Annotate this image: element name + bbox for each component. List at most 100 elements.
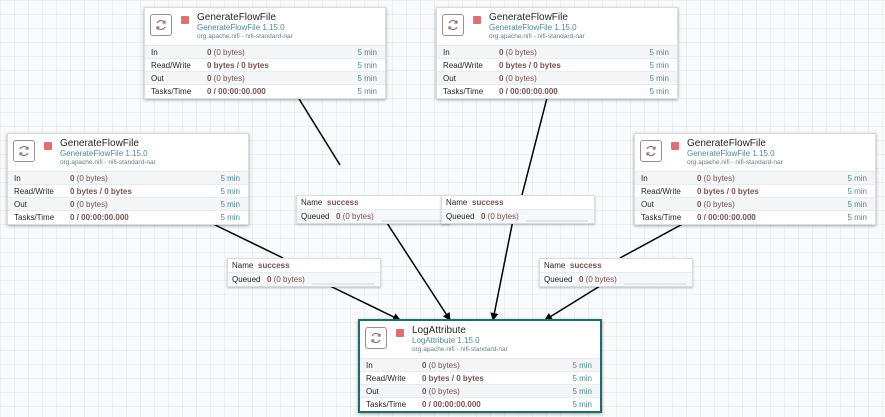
stat-label: Tasks/Time: [443, 87, 484, 96]
processor-name: GenerateFlowFile: [687, 138, 766, 149]
stat-value-extra: (0 bytes): [426, 361, 460, 370]
stat-value: 0 (0 bytes): [697, 198, 735, 211]
processor-name: GenerateFlowFile: [489, 12, 568, 23]
connection-queued-count: 0: [579, 275, 584, 284]
connection-queued-size: (0 bytes): [271, 275, 305, 284]
stat-value-main: 0 bytes / 0 bytes: [70, 187, 132, 196]
stat-time: 5 min: [357, 87, 377, 96]
stat-value-main: 0: [422, 387, 427, 396]
connection-name: success: [472, 198, 504, 207]
processor-header: GenerateFlowFile GenerateFlowFile 1.15.0…: [437, 8, 677, 46]
stat-label: Tasks/Time: [366, 400, 407, 409]
stat-value-extra: (0 bytes): [211, 74, 245, 83]
stat-label: Read/Write: [151, 61, 191, 70]
edge-2a[interactable]: [521, 93, 549, 196]
stat-value: 0 / 00:00:00.000: [70, 211, 129, 224]
stat-value-main: 0 bytes / 0 bytes: [207, 61, 269, 70]
processor-bundle: org.apache.nifi - nifi-standard-nar: [489, 33, 585, 40]
processor-generateflowfile-4[interactable]: GenerateFlowFile GenerateFlowFile 1.15.0…: [634, 133, 876, 225]
stat-value-main: 0: [499, 74, 504, 83]
connection-queued-count: 0: [336, 212, 341, 221]
stat-value-main: 0: [422, 361, 427, 370]
edge-3b[interactable]: [329, 285, 401, 321]
stat-value: 0 (0 bytes): [70, 198, 108, 211]
edge-1b[interactable]: [384, 219, 451, 321]
stat-label: Out: [366, 387, 379, 396]
processor-header: LogAttribute LogAttribute 1.15.0 org.apa…: [360, 321, 600, 359]
processor-generateflowfile-3[interactable]: GenerateFlowFile GenerateFlowFile 1.15.0…: [7, 133, 249, 225]
edge-2b[interactable]: [490, 219, 514, 321]
stat-time: 5 min: [847, 187, 867, 196]
stat-time: 5 min: [220, 200, 240, 209]
processor-icon: [150, 14, 172, 36]
stat-label: Out: [641, 200, 654, 209]
queue-progress-bar: [381, 220, 443, 222]
processor-generateflowfile-2[interactable]: GenerateFlowFile GenerateFlowFile 1.15.0…: [436, 7, 678, 99]
stat-value-main: 0: [207, 74, 212, 83]
processor-header: GenerateFlowFile GenerateFlowFile 1.15.0…: [8, 134, 248, 172]
stat-time: 5 min: [357, 61, 377, 70]
processor-header: GenerateFlowFile GenerateFlowFile 1.15.0…: [635, 134, 875, 172]
stat-time: 5 min: [572, 400, 592, 409]
processor-bundle: org.apache.nifi - nifi-standard-nar: [412, 346, 508, 353]
stat-value: 0 (0 bytes): [422, 359, 460, 372]
stat-row-out: Out 0 (0 bytes) 5 min: [8, 198, 248, 211]
edge-4a[interactable]: [619, 219, 691, 259]
stat-value-extra: (0 bytes): [503, 48, 537, 57]
stat-row-tasks: Tasks/Time 0 / 00:00:00.000 5 min: [8, 211, 248, 224]
stat-value-main: 0 / 00:00:00.000: [70, 213, 129, 222]
stat-value-main: 0 bytes / 0 bytes: [499, 61, 561, 70]
processor-type: GenerateFlowFile 1.15.0: [489, 23, 577, 32]
stat-time: 5 min: [847, 213, 867, 222]
processor-type: GenerateFlowFile 1.15.0: [197, 23, 285, 32]
stat-label: Read/Write: [14, 187, 54, 196]
edge-1a[interactable]: [295, 93, 341, 166]
stat-value: 0 / 00:00:00.000: [499, 85, 558, 98]
processor-icon: [365, 327, 387, 349]
stat-time: 5 min: [220, 213, 240, 222]
stat-value: 0 / 00:00:00.000: [697, 211, 756, 224]
stat-time: 5 min: [847, 174, 867, 183]
processor-type: LogAttribute 1.15.0: [412, 336, 480, 345]
processor-generateflowfile-1[interactable]: GenerateFlowFile GenerateFlowFile 1.15.0…: [144, 7, 386, 99]
processor-name: GenerateFlowFile: [60, 138, 139, 149]
stat-label: Tasks/Time: [14, 213, 55, 222]
connection-queued-value: 0 (0 bytes): [267, 273, 305, 286]
processor-logattribute[interactable]: LogAttribute LogAttribute 1.15.0 org.apa…: [358, 319, 602, 413]
edge-4b[interactable]: [544, 285, 601, 321]
connection-name: success: [570, 261, 602, 270]
edge-3a[interactable]: [208, 221, 284, 259]
processor-type: GenerateFlowFile 1.15.0: [687, 149, 775, 158]
stat-time: 5 min: [220, 187, 240, 196]
stat-label: In: [366, 361, 373, 370]
stat-label: In: [443, 48, 450, 57]
stat-label: In: [641, 174, 648, 183]
stat-value: 0 (0 bytes): [207, 72, 245, 85]
processor-type: GenerateFlowFile 1.15.0: [60, 149, 148, 158]
connection-queued-key: Queued: [544, 275, 573, 284]
stat-value: 0 (0 bytes): [499, 46, 537, 59]
stat-value-extra: (0 bytes): [701, 174, 735, 183]
connection-queued-value: 0 (0 bytes): [579, 273, 617, 286]
stopped-status-icon: [671, 142, 679, 150]
stat-label: Out: [14, 200, 27, 209]
